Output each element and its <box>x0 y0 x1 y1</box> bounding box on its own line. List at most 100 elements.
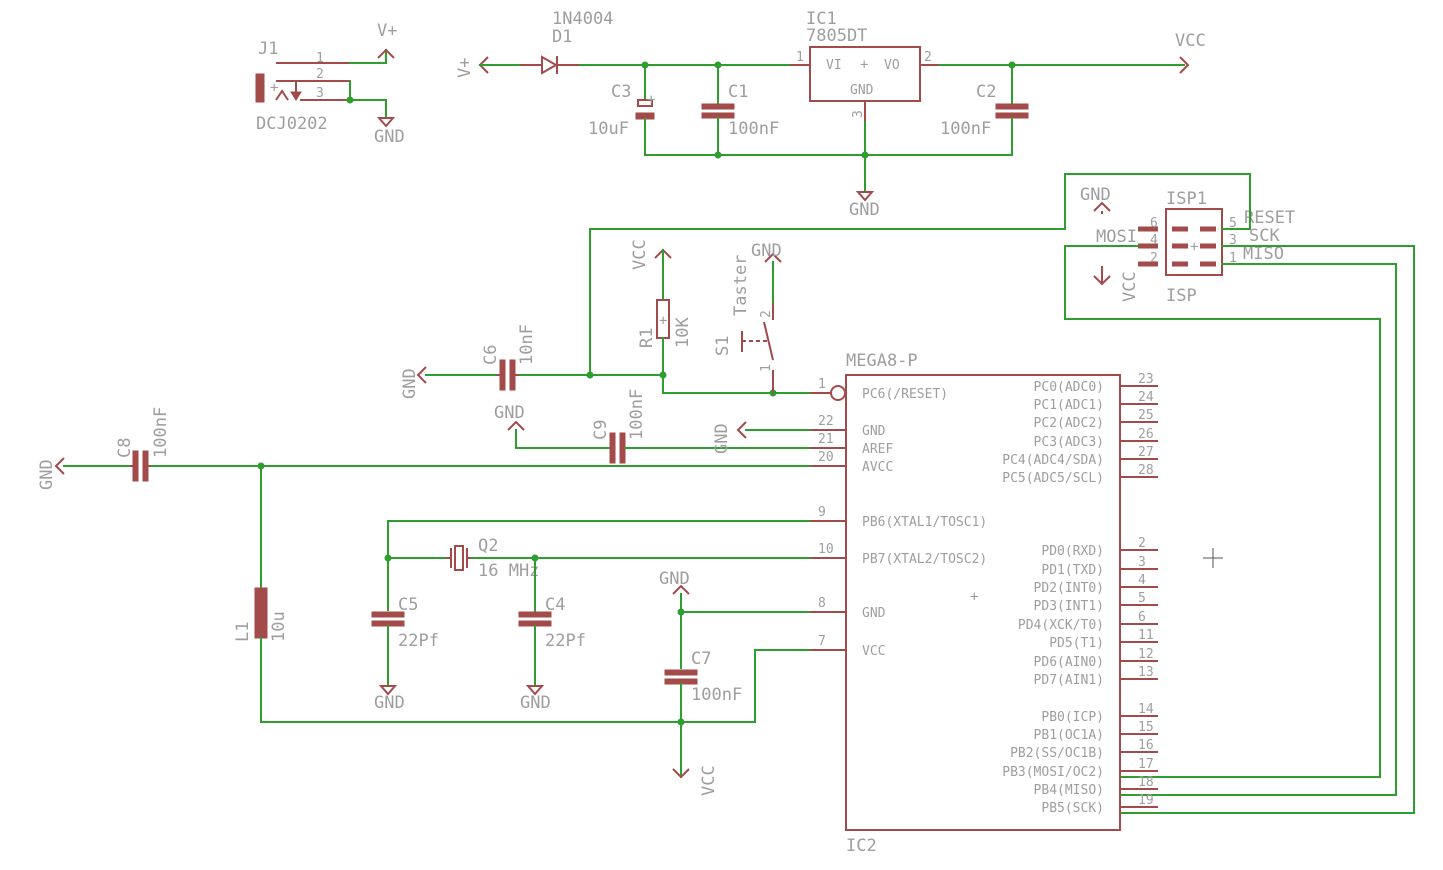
ic2-pin-number: 25 <box>1138 408 1154 423</box>
ic2-pin-label: PD4(XCK/T0) <box>1018 618 1104 633</box>
ic2-pin-label: PC3(ADC3) <box>1034 435 1104 450</box>
microcontroller-ic2: MEGA8-P IC2 1PC6(/RESET)22GND21AREF20AVC… <box>810 351 1158 856</box>
gnd-symbol-c9: GND <box>494 403 525 431</box>
ic2-pin-number: 7 <box>818 634 826 649</box>
c1-value: 100nF <box>728 119 779 139</box>
gnd-label-c4: GND <box>520 693 551 713</box>
isp1-pin-4: 4 <box>1150 233 1158 248</box>
c5-value: 22Pf <box>398 631 439 651</box>
ic2-value: MEGA8-P <box>846 351 918 371</box>
isp1-value: ISP <box>1166 286 1197 306</box>
c8-name: C8 <box>115 438 135 458</box>
ic2-pin-number: 1 <box>818 377 826 392</box>
ic2-name: IC2 <box>846 836 877 856</box>
svg-text:+: + <box>860 57 868 73</box>
ic2-pin-group: 1PC6(/RESET)22GND21AREF20AVCC9PB6(XTAL1/… <box>810 372 1158 816</box>
isp1-pin-3: 3 <box>1229 233 1237 248</box>
ic1-vo: VO <box>884 58 900 73</box>
q2-value: 16 MHz <box>478 561 539 581</box>
ic2-pin-number: 26 <box>1138 427 1154 442</box>
ic2-pin-label: PB3(MOSI/OC2) <box>1002 765 1104 780</box>
gnd-symbol-c8: GND <box>37 457 65 490</box>
c9-name: C9 <box>591 420 611 440</box>
c6-name: C6 <box>481 345 501 365</box>
c7-value: 100nF <box>691 685 742 705</box>
ic2-pin-label: PC2(ADC2) <box>1034 416 1104 431</box>
vcc-label-isp: VCC <box>1120 271 1140 302</box>
isp1-pin-5: 5 <box>1229 216 1237 231</box>
gnd-symbol-c6: GND <box>400 366 427 399</box>
isp1-name: ISP1 <box>1166 189 1207 209</box>
gnd-symbol-c4: GND <box>520 685 551 713</box>
diode-d1: 1N4004 D1 <box>520 9 613 75</box>
gnd-symbol-isp: GND <box>1080 185 1111 214</box>
capacitor-c3: + C3 10uF <box>588 64 655 156</box>
ic1-vi: VI <box>826 58 842 73</box>
gnd-symbol-s1: GND <box>751 241 782 263</box>
vplus-label-input: V+ <box>455 58 475 78</box>
j1-name: J1 <box>258 39 278 59</box>
ic2-pin-number: 15 <box>1138 720 1154 735</box>
isp1-pin-6: 6 <box>1150 216 1158 231</box>
isp1-miso: MISO <box>1243 244 1284 264</box>
vcc-symbol-reg: VCC <box>1175 31 1206 74</box>
ic2-pin-label: PD0(RXD) <box>1041 544 1104 559</box>
capacitor-c8: C8 100nF <box>115 407 171 482</box>
ic2-pin-label: PC6(/RESET) <box>862 387 948 402</box>
inductor-l1: L1 10u <box>233 587 289 642</box>
ic1-pin-1: 1 <box>796 50 804 65</box>
isp1-sck: SCK <box>1249 226 1280 246</box>
capacitor-c1: C1 100nF <box>701 64 779 156</box>
ic2-pin-number: 4 <box>1138 573 1146 588</box>
ic1-gnd: GND <box>850 83 874 98</box>
gnd-symbol-j1: GND <box>374 117 405 147</box>
ic2-pin-number: 18 <box>1138 775 1154 790</box>
gnd-symbol-c5: GND <box>374 685 405 713</box>
ic1-pin-3: 3 <box>851 110 866 118</box>
ic2-pin-number: 21 <box>818 432 834 447</box>
ic2-pin-number: 16 <box>1138 738 1154 753</box>
ic2-pin-label: GND <box>862 424 886 439</box>
l1-value: 10u <box>269 611 289 642</box>
capacitor-c7: C7 100nF <box>664 649 742 705</box>
gnd-label-c8: GND <box>37 459 57 490</box>
vcc-label-c7: VCC <box>699 765 719 796</box>
ic2-pin-label: PB1(OC1A) <box>1034 728 1104 743</box>
d1-name: D1 <box>552 27 572 47</box>
ic2-pin-label: GND <box>862 606 886 621</box>
c4-value: 22Pf <box>545 631 586 651</box>
isp-header-isp1: + ISP1 ISP 6 5 4 3 2 1 MOSI RESET SCK MI… <box>1096 189 1295 306</box>
gnd-label-pin22: GND <box>712 423 732 454</box>
j1-value: DCJ0202 <box>256 114 328 134</box>
c6-value: 10nF <box>517 324 537 365</box>
ic2-pin-label: PC5(ADC5/SCL) <box>1002 471 1104 486</box>
resistor-r1: + R1 10K <box>637 299 693 348</box>
vplus-symbol-j1: V+ <box>377 21 397 59</box>
gnd-symbol-pin22: GND <box>712 421 747 454</box>
gnd-label-c7: GND <box>659 569 690 589</box>
s1-name: S1 <box>713 336 733 356</box>
ic2-pin-label: PB6(XTAL1/TOSC1) <box>862 515 987 530</box>
c2-name: C2 <box>976 82 996 102</box>
ic2-pin-number: 3 <box>1138 555 1146 570</box>
ic2-pin-number: 8 <box>818 596 826 611</box>
q2-name: Q2 <box>478 536 498 556</box>
gnd-symbol-c7: GND <box>659 569 690 595</box>
vcc-label-reg: VCC <box>1175 31 1206 51</box>
ic2-pin-number: 6 <box>1138 610 1146 625</box>
ic2-pin-label: PB7(XTAL2/TOSC2) <box>862 552 987 567</box>
capacitor-c2: C2 100nF <box>940 64 1029 156</box>
vcc-label-r1: VCC <box>630 239 650 270</box>
ic2-pin-number: 24 <box>1138 390 1154 405</box>
c1-name: C1 <box>728 82 748 102</box>
svg-text:+: + <box>270 80 278 96</box>
ic2-pin-label: PB2(SS/OC1B) <box>1010 746 1104 761</box>
ic2-pin-number: 2 <box>1138 536 1146 551</box>
ic2-pin-label: PB5(SCK) <box>1041 801 1104 816</box>
c2-value: 100nF <box>940 119 991 139</box>
gnd-label-c9: GND <box>494 403 525 423</box>
crystal-q2: Q2 16 MHz <box>446 536 539 581</box>
ic1-pin-2: 2 <box>924 50 932 65</box>
d1-value: 1N4004 <box>552 9 613 29</box>
svg-text:+: + <box>647 92 655 108</box>
